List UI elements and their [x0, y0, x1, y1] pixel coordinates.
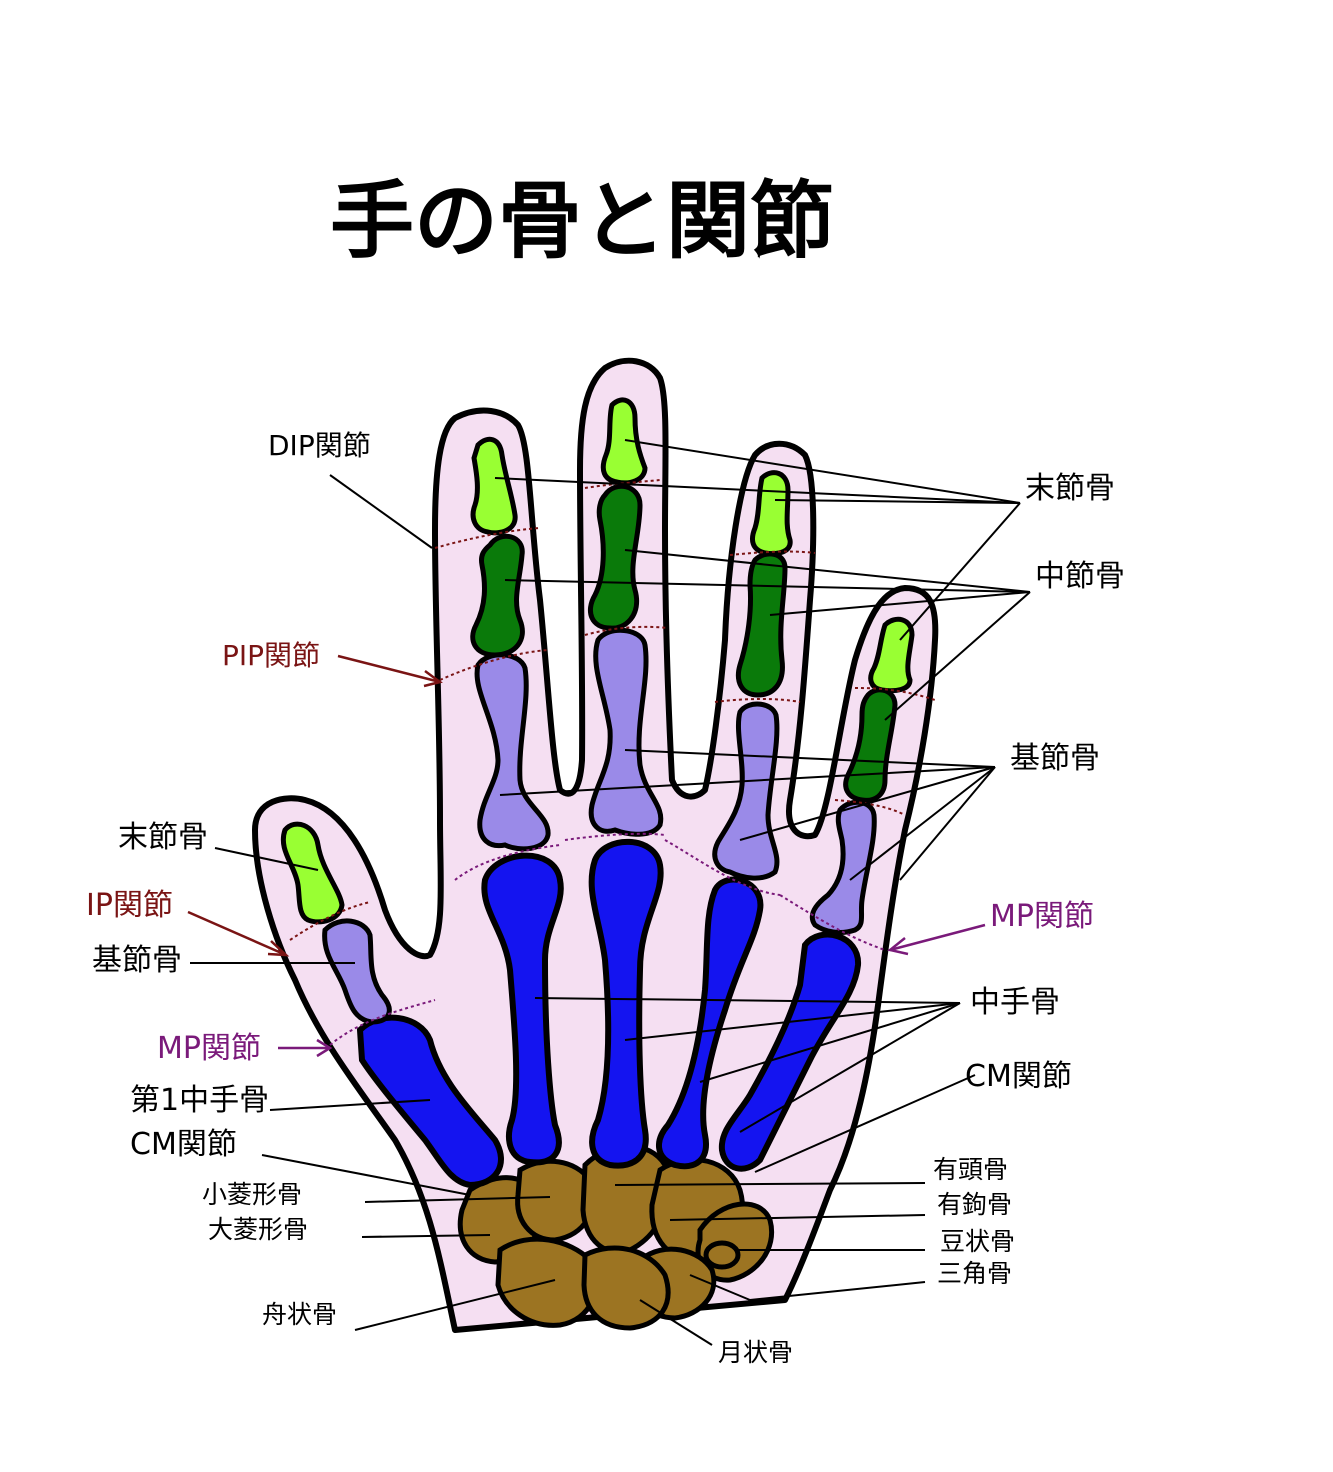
thumb-distal-phalanx	[280, 821, 345, 925]
pip-joint-line	[439, 649, 549, 681]
label-cm-joint-left: CM関節	[130, 1127, 237, 1162]
middle-distal-phalanx	[600, 397, 648, 486]
leader-distal-3	[774, 499, 1021, 504]
label-capitate: 有頭骨	[933, 1155, 1008, 1184]
label-hamate: 有鉤骨	[937, 1190, 1012, 1219]
label-mp-joint-left: MP関節	[157, 1031, 261, 1066]
leader-middle-3	[769, 591, 1031, 616]
leader-capitate	[614, 1182, 926, 1186]
middle-dip-line	[584, 479, 661, 489]
ring-pip-line	[714, 698, 801, 703]
middle-pip-line	[584, 625, 669, 636]
ring-distal-phalanx	[750, 470, 793, 557]
label-distal-phalanx-left: 末節骨	[118, 820, 208, 855]
leader-metacarpal-2	[624, 1002, 961, 1041]
leader-trapezoid	[364, 1196, 551, 1203]
mp-joint-line-ring	[664, 839, 781, 896]
label-middle-phalanx-right: 中節骨	[1035, 559, 1125, 594]
arrow-ip	[187, 910, 287, 957]
leader-distal-1	[494, 477, 1021, 504]
leader-distal-2	[624, 439, 1021, 504]
label-metacarpal-right: 中手骨	[970, 985, 1060, 1020]
leader-scaphoid	[354, 1279, 556, 1331]
little-pip-line	[834, 799, 906, 816]
arrow-mp-right	[889, 923, 986, 952]
leader-proximal-5	[899, 766, 996, 881]
distal-phalanges	[280, 397, 915, 925]
lunate-bone	[581, 1245, 671, 1331]
leader-cm-left	[261, 1154, 471, 1196]
label-dip-joint: DIP関節	[268, 429, 371, 462]
joint-lines	[289, 479, 936, 1046]
leader-trapezium	[361, 1234, 491, 1238]
label-triquetrum: 三角骨	[937, 1259, 1012, 1288]
leader-proximal-2	[624, 749, 996, 768]
fourth-metacarpal-bone	[656, 876, 764, 1170]
label-proximal-phalanx-right: 基節骨	[1010, 741, 1100, 776]
label-lunate: 月状骨	[718, 1338, 793, 1367]
mp-joint-line-thumb	[329, 999, 436, 1046]
fifth-metacarpal-bone	[718, 931, 861, 1172]
leader-first-metacarpal	[269, 1099, 431, 1111]
label-distal-phalanx-right: 末節骨	[1025, 471, 1115, 506]
label-pip-joint: PIP関節	[222, 639, 320, 672]
dip-joint-line	[434, 527, 541, 549]
leader-hamate	[669, 1214, 926, 1221]
label-ip-joint: IP関節	[86, 888, 173, 923]
label-first-metacarpal: 第1中手骨	[130, 1083, 269, 1118]
arrow-pip-head	[423, 669, 443, 688]
label-trapezium: 大菱形骨	[208, 1215, 308, 1244]
leader-proximal-1	[499, 766, 996, 796]
metacarpal-bones	[356, 838, 861, 1189]
leader-proximal-4	[849, 766, 996, 881]
leader-lines	[190, 439, 1031, 1346]
third-metacarpal-bone	[588, 838, 664, 1169]
leader-proximal-3	[739, 766, 996, 841]
label-proximal-phalanx-left: 基節骨	[92, 943, 182, 978]
arrow-ip-head	[267, 940, 290, 957]
leader-middle-1	[504, 579, 1031, 593]
pisiform-inner	[703, 1240, 741, 1270]
index-middle-phalanx	[470, 533, 525, 658]
labels: DIP関節 PIP関節 末節骨 中節骨 基節骨 末節骨 IP関節 基節骨 MP関…	[86, 429, 1125, 1367]
leader-metacarpal-1	[534, 997, 961, 1004]
middle-middle-phalanx	[588, 483, 643, 631]
little-proximal-phalanx	[809, 799, 877, 935]
leader-lunate	[639, 1299, 713, 1346]
index-proximal-phalanx	[474, 652, 551, 852]
leader-middle-2	[624, 549, 1031, 593]
leader-triquetrum-2	[749, 1281, 926, 1301]
index-distal-phalanx	[470, 436, 518, 536]
label-scaphoid: 舟状骨	[262, 1300, 337, 1329]
arrow-mp-left-head	[316, 1038, 333, 1058]
label-trapezoid: 小菱形骨	[202, 1180, 302, 1209]
diagram-title: 手の骨と関節	[330, 172, 834, 270]
mp-joint-line-little	[779, 894, 886, 951]
leader-dip	[329, 474, 433, 549]
label-pisiform: 豆状骨	[940, 1227, 1015, 1256]
leader-middle-4	[884, 591, 1031, 721]
mp-joint-line-middle	[564, 832, 666, 841]
leader-distal-left	[214, 847, 319, 871]
leader-metacarpal-4	[739, 1002, 961, 1133]
leader-distal-4	[899, 502, 1021, 641]
ip-joint-line-thumb	[289, 901, 371, 941]
little-dip-line	[854, 687, 936, 701]
joint-arrows	[187, 654, 986, 1058]
leader-cm-right	[754, 1074, 976, 1173]
leader-metacarpal-3	[699, 1002, 961, 1083]
label-mp-joint-right: MP関節	[990, 899, 1094, 934]
arrow-mp-right-head	[887, 937, 909, 956]
second-metacarpal-bone	[481, 852, 564, 1166]
leader-triquetrum	[689, 1274, 751, 1301]
label-cm-joint-right: CM関節	[965, 1059, 1072, 1094]
first-metacarpal-bone	[356, 1014, 504, 1189]
arrow-pip	[337, 654, 441, 684]
ring-dip-line	[729, 550, 816, 556]
